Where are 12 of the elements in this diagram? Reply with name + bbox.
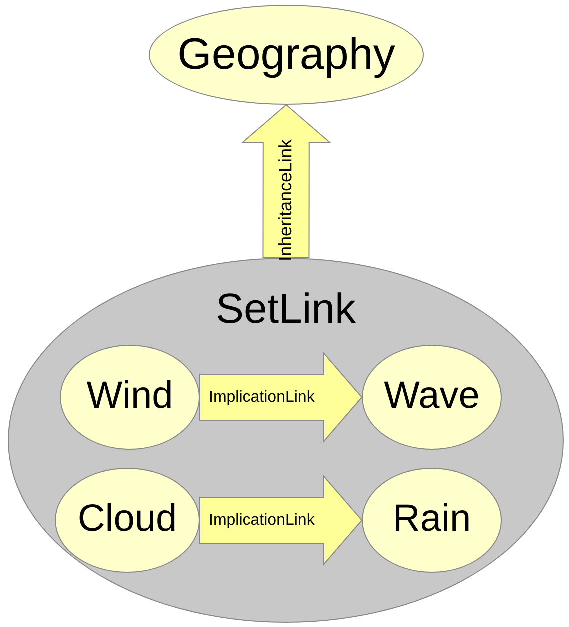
edge-label: ImplicationLink bbox=[209, 512, 315, 530]
edge-label: ImplicationLink bbox=[209, 388, 315, 406]
node-label: Wind bbox=[86, 375, 174, 417]
node-label: Rain bbox=[392, 498, 472, 540]
node-label: Geography bbox=[178, 30, 396, 79]
node-label: Wave bbox=[384, 375, 480, 417]
block-arrow bbox=[200, 475, 363, 566]
node-label: Cloud bbox=[78, 498, 178, 540]
node-label: SetLink bbox=[216, 285, 356, 332]
block-arrow bbox=[200, 352, 363, 443]
edge-label: InheritanceLink bbox=[276, 139, 297, 262]
block-arrow bbox=[241, 104, 332, 259]
